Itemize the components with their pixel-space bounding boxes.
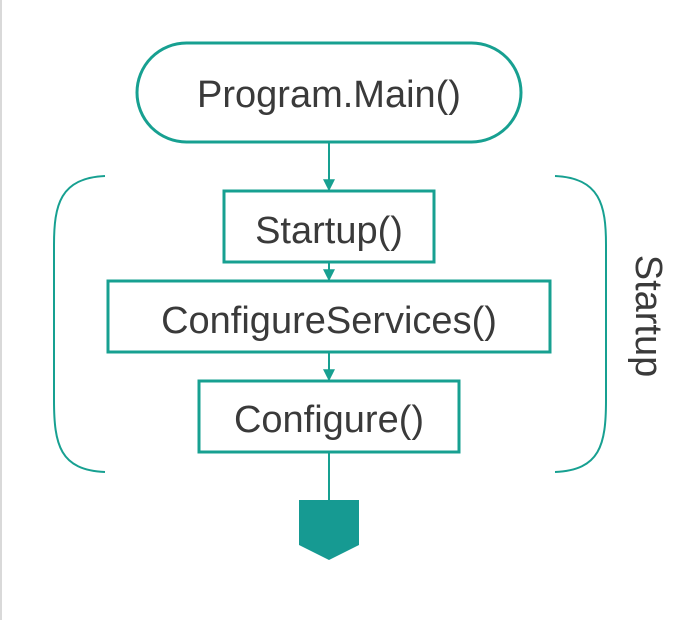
program-main-label: Program.Main() bbox=[197, 74, 461, 116]
configure-label: Configure() bbox=[234, 399, 424, 441]
off-page-connector bbox=[299, 500, 359, 560]
left-border-line bbox=[0, 0, 2, 620]
startup-call-label: Startup() bbox=[255, 210, 403, 252]
configure-node bbox=[197, 379, 461, 454]
startup-call-node bbox=[222, 189, 436, 264]
configure-services-label: ConfigureServices() bbox=[161, 300, 497, 342]
group-bracket-right bbox=[554, 175, 607, 473]
group-bracket-left bbox=[53, 175, 106, 473]
group-label: Startup bbox=[627, 255, 669, 378]
